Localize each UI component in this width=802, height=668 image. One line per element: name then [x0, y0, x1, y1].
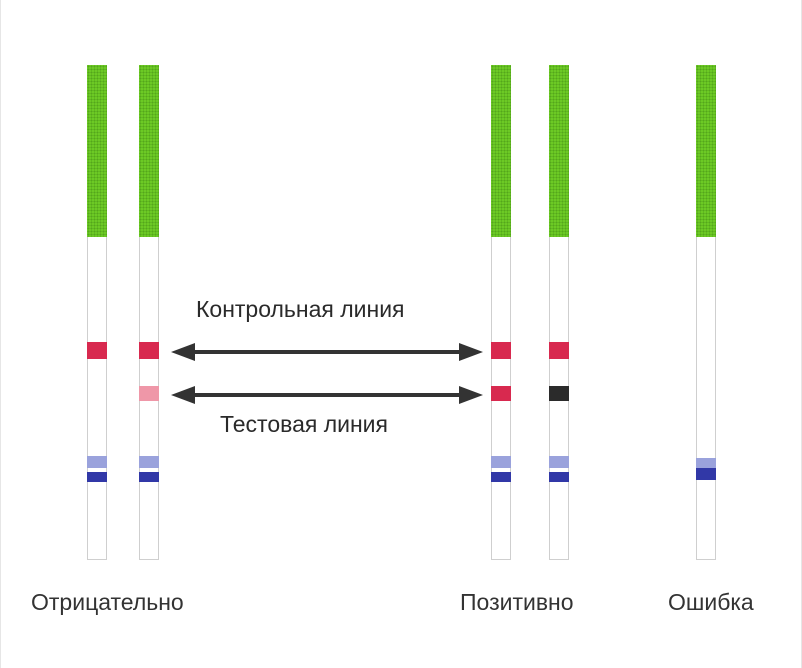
test-band-dark: [549, 386, 569, 401]
test-line-label: Тестовая линия: [220, 411, 388, 437]
arrowhead-right: [459, 343, 483, 361]
control-line-label: Контрольная линия: [196, 296, 405, 322]
error-label: Ошибка: [668, 589, 754, 615]
dye-band-light: [549, 456, 569, 468]
dye-band-dark: [139, 472, 159, 482]
control-band: [549, 342, 569, 359]
control-band: [139, 342, 159, 359]
strip-handle: [491, 65, 511, 237]
test-band-faint: [139, 386, 159, 401]
strip-handle: [549, 65, 569, 237]
dye-band-dark: [87, 472, 107, 482]
arrowhead-left: [171, 343, 195, 361]
control-band: [491, 342, 511, 359]
strip-handle: [139, 65, 159, 237]
dye-band-light: [491, 456, 511, 468]
arrowhead-right: [459, 386, 483, 404]
strip-negative-2: [139, 65, 159, 560]
strip-handle: [696, 65, 716, 237]
strip-positive-2: [549, 65, 569, 560]
control-line-arrow: [171, 343, 483, 361]
strip-handle: [87, 65, 107, 237]
test-line-arrow: [171, 386, 483, 404]
negative-label: Отрицательно: [31, 589, 184, 615]
strip-negative-1: [87, 65, 107, 560]
strip-error: [696, 65, 716, 560]
strip-positive-1: [491, 65, 511, 560]
positive-label: Позитивно: [460, 589, 574, 615]
control-band: [87, 342, 107, 359]
dye-band-light: [139, 456, 159, 468]
arrowhead-left: [171, 386, 195, 404]
test-band: [491, 386, 511, 401]
dye-band-light: [87, 456, 107, 468]
dye-band-dark: [549, 472, 569, 482]
dye-band: [696, 458, 716, 480]
dye-band-dark: [491, 472, 511, 482]
